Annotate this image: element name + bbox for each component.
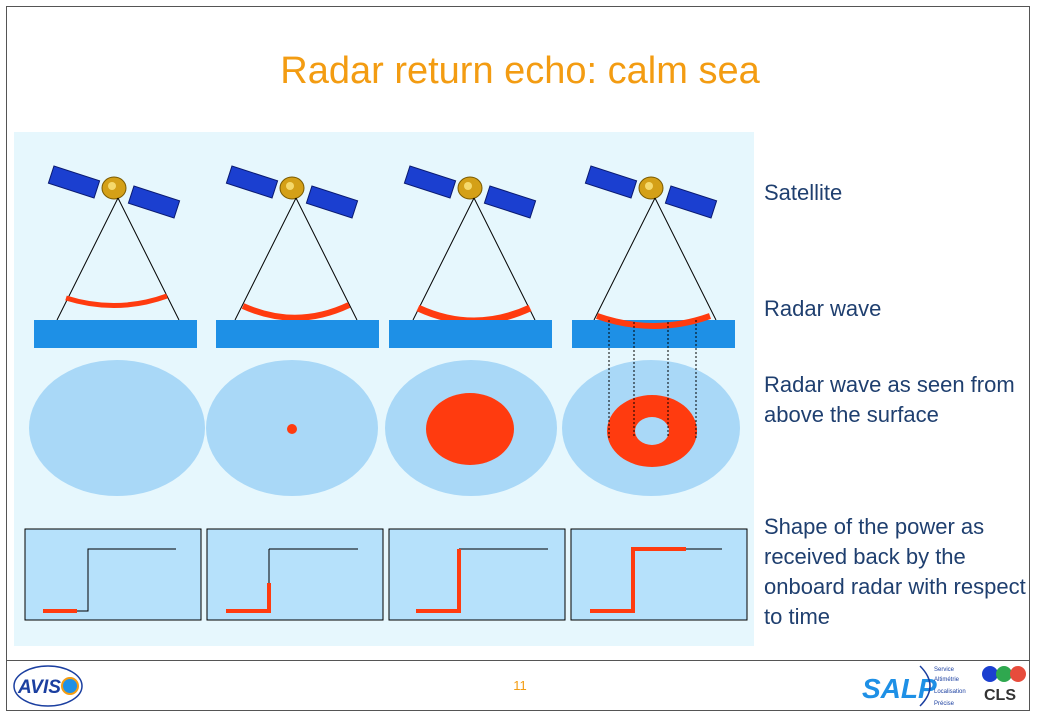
radar-wave-arc — [65, 293, 168, 309]
svg-text:AVIS: AVIS — [17, 677, 61, 698]
svg-text:SALP: SALP — [862, 673, 937, 704]
label-power-shape: Shape of the power as received back by t… — [764, 514, 1026, 629]
slide-frame — [6, 6, 1030, 711]
footer-divider — [6, 660, 1030, 661]
sea-surface — [389, 320, 552, 348]
sea-surface — [34, 320, 197, 348]
echo-power-curve — [226, 583, 271, 613]
stage-4 — [562, 165, 748, 621]
echo-power-curve — [590, 547, 686, 613]
satellite-icon — [584, 165, 718, 219]
radar-wave-arc — [596, 313, 712, 329]
satellite-icon — [403, 165, 537, 219]
label-satellite: Satellite — [764, 180, 843, 205]
echo-footprint — [426, 393, 514, 465]
sea-surface — [216, 320, 379, 348]
waveform-box — [206, 528, 384, 621]
radar-wave-arc — [241, 302, 351, 321]
waveform-box — [24, 528, 202, 621]
label-radar-wave: Radar wave — [764, 296, 882, 321]
stage-1 — [24, 165, 205, 621]
echo-footprint-hole — [635, 417, 669, 445]
stage-2 — [206, 165, 384, 621]
label-radar-wave-above: Radar wave as seen from above the surfac… — [764, 372, 1015, 427]
svg-text:Service: Service — [934, 667, 955, 673]
slide-title: Radar return echo: calm sea — [280, 50, 760, 92]
satellite-icon — [47, 165, 181, 219]
echo-footprint — [287, 424, 297, 434]
page-number: 11 — [513, 678, 527, 693]
salp-logo: SALP Service Altimétrie Localisation Pré… — [862, 665, 966, 707]
waveform-box — [388, 528, 566, 621]
stage-3 — [385, 165, 566, 621]
svg-text:Localisation: Localisation — [934, 689, 966, 695]
svg-text:Précise: Précise — [934, 701, 955, 707]
footprint-ellipse — [29, 360, 205, 496]
waveform-box — [570, 528, 748, 621]
cls-logo: CLS — [982, 666, 1026, 704]
svg-text:Altimétrie: Altimétrie — [934, 677, 960, 683]
echo-power-curve — [416, 549, 461, 613]
svg-text:CLS: CLS — [984, 687, 1016, 704]
aviso-logo: AVIS — [13, 665, 83, 707]
satellite-icon — [225, 165, 359, 219]
